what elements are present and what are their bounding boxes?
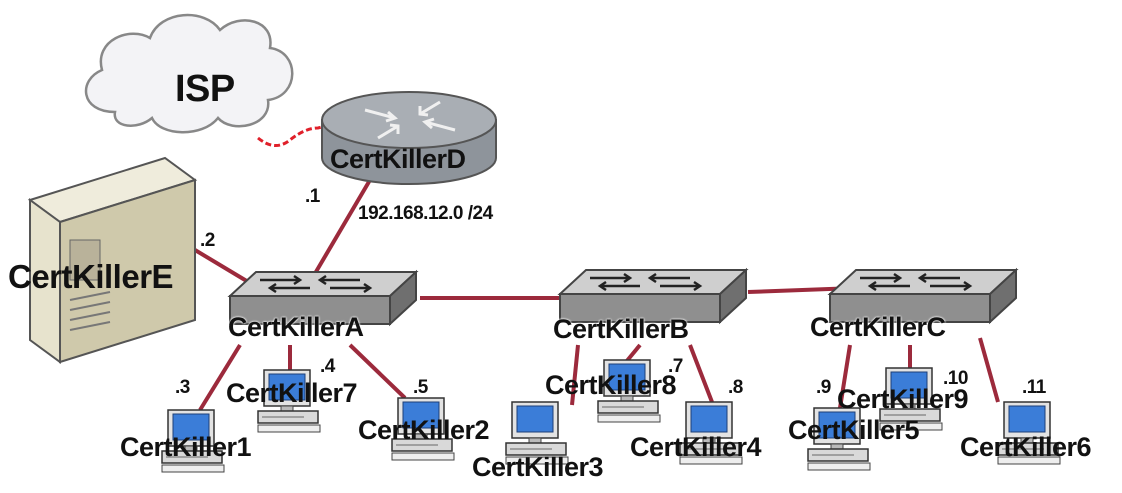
- link-c-pc5: [838, 344, 852, 409]
- pc1-ip-label: .3: [175, 377, 190, 398]
- pc2-ip-label: .5: [413, 377, 428, 398]
- isp-label: ISP: [175, 68, 235, 110]
- router-label: CertKillerD: [330, 144, 466, 174]
- router-ip-label: .1: [305, 186, 320, 207]
- pc2-label: CertKiller2: [358, 415, 490, 445]
- pc4-ip-label: .8: [728, 377, 743, 398]
- subnet-label: 192.168.12.0 /24: [358, 203, 493, 224]
- link-c-pc6: [978, 337, 1000, 403]
- link-b-pc3: [570, 344, 580, 406]
- pc7-ip-label: .4: [320, 356, 335, 377]
- pc8-ip-label: .7: [668, 356, 683, 377]
- link-b-pc4: [688, 344, 714, 403]
- switch-b-label: CertKillerB: [553, 314, 689, 344]
- pc8-label: CertKiller8: [545, 370, 677, 400]
- pc1-label: CertKiller1: [120, 432, 252, 462]
- isp-cloud-icon: [84, 13, 294, 134]
- pc6-label: CertKiller6: [960, 432, 1092, 462]
- link-router-switch-a: [308, 178, 372, 284]
- pc5-ip-label: .9: [816, 377, 831, 398]
- link-a-pc1: [198, 343, 242, 412]
- server-icon: [27, 156, 198, 364]
- wan-link: [257, 120, 341, 147]
- pc9-label: CertKiller9: [837, 384, 969, 414]
- pc9-ip-label: .10: [943, 368, 968, 389]
- switch-c-label: CertKillerC: [810, 312, 946, 342]
- pc4-label: CertKiller4: [630, 432, 762, 462]
- router-icon: [321, 91, 497, 185]
- link-b-pc8: [624, 343, 642, 364]
- pc3-label: CertKiller3: [472, 452, 604, 482]
- server-label: CertKillerE: [8, 258, 174, 295]
- switch-a-label: CertKillerA: [228, 312, 364, 342]
- pc5-label: CertKiller5: [788, 415, 920, 445]
- network-links: [193, 120, 1000, 412]
- link-a-pc2: [348, 343, 407, 400]
- pc6-ip-label: .11: [1022, 377, 1046, 398]
- server-ip-label: .2: [200, 230, 215, 251]
- pc7-label: CertKiller7: [226, 378, 358, 408]
